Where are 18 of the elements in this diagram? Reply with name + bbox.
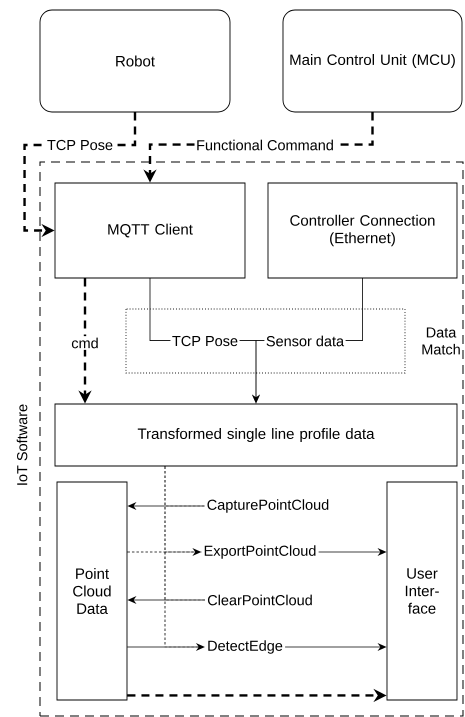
- module-box: Controller Connection (Ethernet): [268, 182, 458, 278]
- command-label: CapturePointCloud: [207, 499, 328, 513]
- node-label: IoT Software: [16, 404, 28, 485]
- edge-label: TCP Pose: [45, 138, 115, 152]
- edge-label: Functional Command: [194, 138, 336, 152]
- module-box: Point Cloud Data: [56, 482, 128, 700]
- command-label: ExportPointCloud: [204, 545, 316, 559]
- edge-label: TCP Pose: [170, 334, 240, 348]
- edge-label: Sensor data: [264, 334, 346, 348]
- module-box: User Inter- face: [386, 482, 458, 700]
- module-box: Transformed single line profile data: [54, 404, 458, 466]
- module-box: MQTT Client: [54, 182, 246, 278]
- edge-label: cmd: [70, 336, 100, 350]
- system-box: Main Control Unit (MCU): [282, 10, 462, 112]
- system-box: Robot: [40, 10, 230, 112]
- command-label: ClearPointCloud: [208, 594, 312, 606]
- group-label: Data Match: [422, 327, 460, 355]
- command-label: DetectEdge: [208, 640, 282, 654]
